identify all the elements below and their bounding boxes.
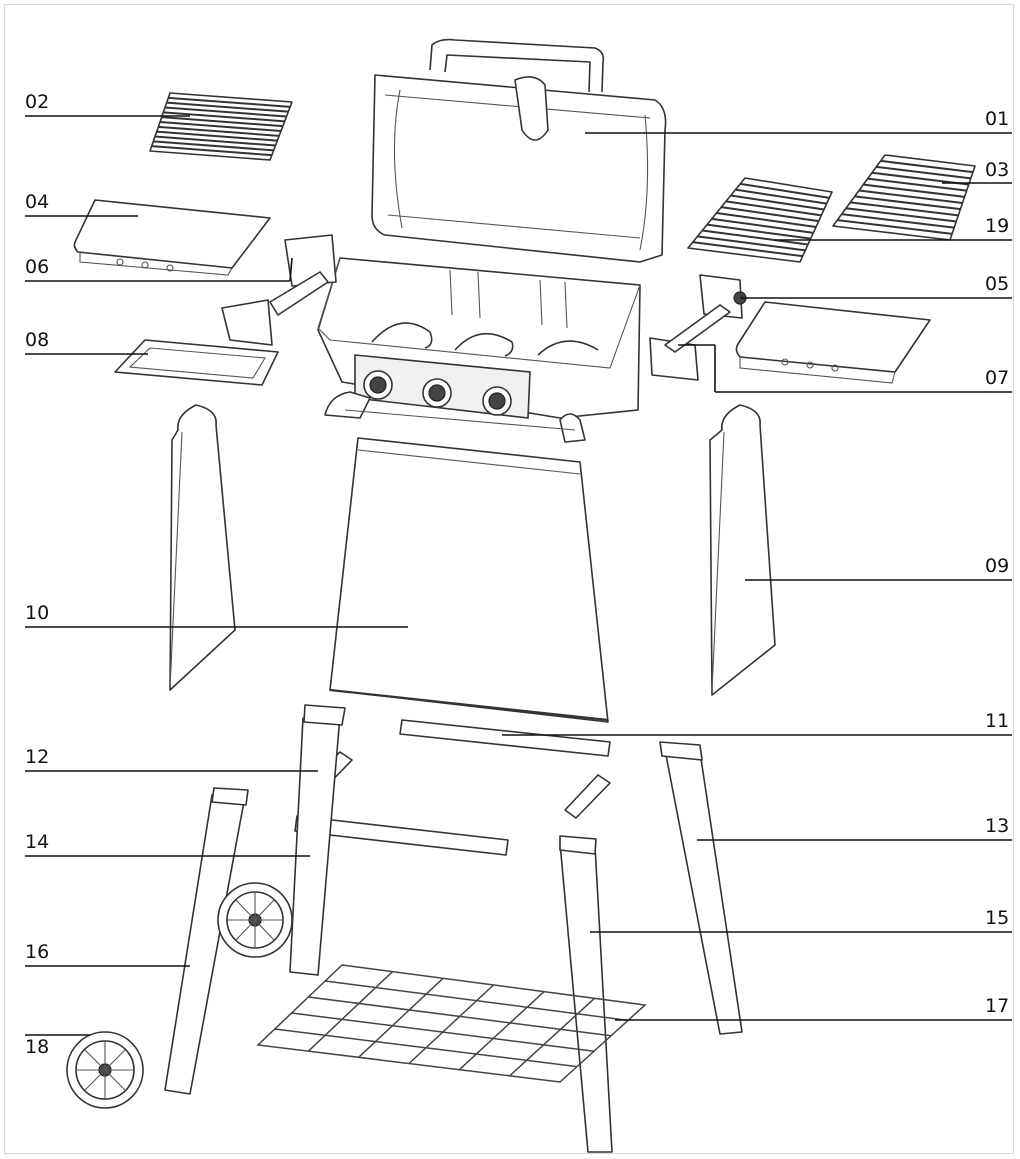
cross-tube-bottom bbox=[294, 815, 509, 856]
label-04: 04 bbox=[25, 191, 49, 213]
grate-bar bbox=[164, 106, 287, 118]
grate-bar bbox=[163, 111, 285, 123]
grate-bar bbox=[880, 159, 974, 174]
grate-bar bbox=[867, 177, 967, 192]
label-07: 07 bbox=[985, 367, 1009, 389]
grate-bar bbox=[716, 212, 817, 228]
leader-lines bbox=[25, 115, 1012, 1036]
label-11: 11 bbox=[985, 710, 1009, 732]
shelf-wire bbox=[509, 997, 596, 1077]
shelf-bracket-right bbox=[649, 274, 747, 381]
grate-bar bbox=[159, 121, 282, 132]
back-panel bbox=[329, 437, 609, 723]
grate-bar bbox=[837, 219, 953, 235]
grate-bar bbox=[151, 145, 272, 157]
grate-bar bbox=[692, 241, 803, 258]
grate-bar bbox=[725, 200, 822, 217]
label-19: 19 bbox=[985, 215, 1009, 237]
bottom-wire-shelf bbox=[256, 964, 647, 1083]
grate-bar bbox=[156, 130, 278, 142]
label-09: 09 bbox=[985, 555, 1009, 577]
connector-tube-right bbox=[564, 774, 611, 819]
grate-bar bbox=[854, 195, 961, 211]
grate-bar bbox=[876, 165, 971, 180]
diagram-frame bbox=[4, 4, 1014, 1154]
label-01: 01 bbox=[985, 108, 1009, 130]
label-08: 08 bbox=[25, 329, 49, 351]
label-14: 14 bbox=[25, 831, 49, 853]
label-02: 02 bbox=[25, 91, 49, 113]
label-15: 15 bbox=[985, 907, 1009, 929]
grate-bar bbox=[740, 182, 830, 199]
wheel-loose bbox=[66, 1031, 144, 1109]
label-13: 13 bbox=[985, 815, 1009, 837]
label-05: 05 bbox=[985, 273, 1009, 295]
grate-bar bbox=[841, 213, 955, 229]
label-16: 16 bbox=[25, 941, 49, 963]
leg-rear-right bbox=[659, 741, 743, 1035]
shelf-wire bbox=[458, 991, 545, 1071]
grate-bar bbox=[858, 189, 963, 204]
label-03: 03 bbox=[985, 159, 1009, 181]
leg-front-left bbox=[164, 787, 249, 1095]
cooking-grate-right bbox=[832, 154, 976, 241]
grate-bar bbox=[166, 101, 289, 113]
cooking-grate-center bbox=[687, 177, 833, 263]
grate-bar bbox=[153, 140, 274, 152]
shelf-wire bbox=[408, 984, 495, 1065]
grate-bar bbox=[161, 116, 283, 128]
lid-part bbox=[371, 38, 667, 263]
grate-bar bbox=[735, 188, 827, 205]
grate-bar bbox=[697, 235, 806, 252]
label-12: 12 bbox=[25, 746, 49, 768]
label-06: 06 bbox=[25, 256, 49, 278]
grate-bar bbox=[863, 183, 965, 198]
part-labels: 02 04 06 08 10 12 14 16 18 01 03 19 05 0… bbox=[25, 91, 1009, 1058]
label-10: 10 bbox=[25, 602, 49, 624]
grate-bar bbox=[845, 207, 957, 223]
shelf-bracket-left bbox=[221, 234, 337, 346]
grate-bar bbox=[711, 217, 814, 234]
shelf-wire bbox=[307, 971, 394, 1052]
side-shelf-left bbox=[73, 199, 271, 276]
firebox-part bbox=[317, 257, 641, 443]
cross-tube-top bbox=[399, 719, 611, 757]
shelf-wire bbox=[358, 977, 444, 1058]
grate-bar bbox=[730, 194, 825, 211]
grate-bar bbox=[154, 135, 276, 147]
label-17: 17 bbox=[985, 995, 1009, 1017]
grease-tray bbox=[114, 339, 279, 386]
wheel-mounted bbox=[217, 882, 293, 958]
leg-front-right bbox=[559, 835, 613, 1153]
label-18: 18 bbox=[25, 1036, 49, 1058]
side-shelf-right bbox=[735, 301, 931, 384]
leg-rear-left bbox=[289, 704, 346, 976]
grate-bar bbox=[850, 201, 959, 217]
grate-bar bbox=[721, 206, 819, 223]
side-panel-right bbox=[709, 404, 776, 696]
grate-bar bbox=[706, 223, 811, 240]
grate-bar bbox=[168, 96, 291, 108]
cooking-grate-left bbox=[149, 92, 293, 161]
grate-bar bbox=[702, 229, 809, 246]
side-panel-left bbox=[169, 404, 236, 691]
grate-bar bbox=[158, 125, 280, 137]
